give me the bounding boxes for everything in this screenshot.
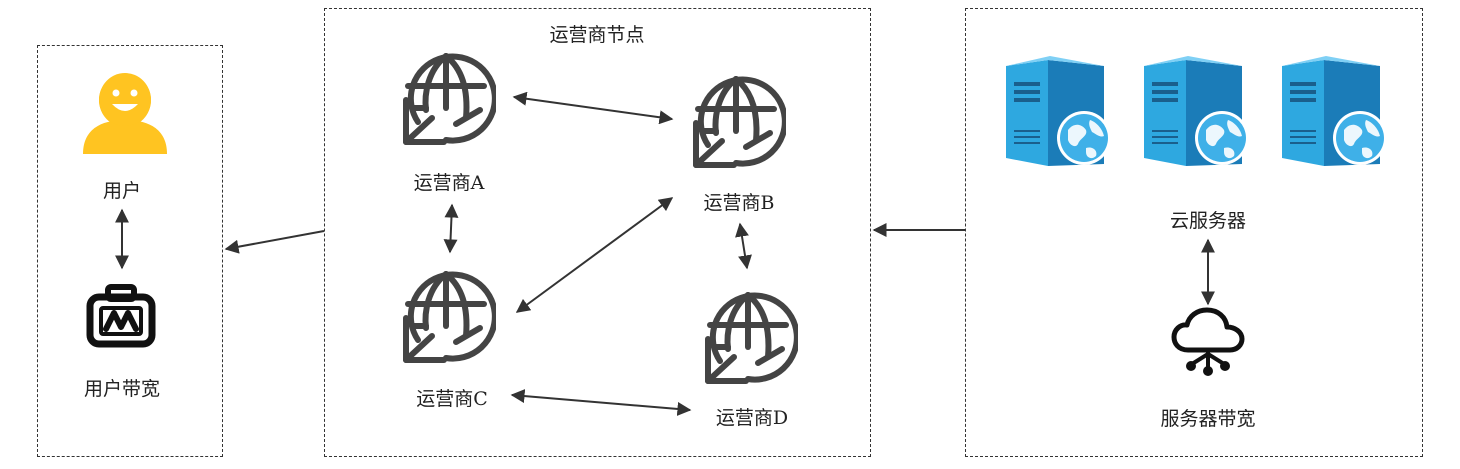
user-bandwidth-label: 用户带宽 — [83, 378, 161, 400]
globe-network-icon — [403, 53, 496, 145]
carrier-node-label: 运营商A — [413, 172, 485, 194]
smiling-user-icon — [83, 73, 167, 154]
globe-network-icon — [693, 76, 786, 168]
arrow-b-d — [735, 222, 752, 270]
globe-network-icon — [403, 271, 496, 363]
user-panel — [37, 45, 223, 457]
user-label: 用户 — [102, 180, 142, 202]
carrier-node-label: 运营商D — [715, 407, 789, 429]
arrow-carrier-to-user — [224, 230, 325, 254]
carrier-panel-title: 运营商节点 — [549, 24, 645, 46]
carrier-node-label: 运营商B — [703, 192, 775, 214]
cloud-server-icon — [1282, 56, 1387, 166]
arrow-c-d — [510, 389, 692, 416]
carrier-panel — [324, 8, 871, 457]
arrow-a-c — [443, 203, 459, 254]
globe-network-icon — [705, 292, 798, 384]
bandwidth-meter-icon — [86, 284, 156, 348]
carrier-node-label: 运营商C — [416, 388, 488, 410]
cloud-panel — [965, 8, 1423, 457]
arrow-a-b — [512, 91, 674, 125]
arrow-c-b — [515, 197, 674, 313]
cloud-server-icon — [1006, 56, 1111, 166]
cloud-server-icon — [1144, 56, 1249, 166]
server-bandwidth-label: 服务器带宽 — [1160, 408, 1256, 430]
cloud-servers-label: 云服务器 — [1169, 210, 1247, 232]
cloud-network-icon — [1171, 307, 1245, 376]
